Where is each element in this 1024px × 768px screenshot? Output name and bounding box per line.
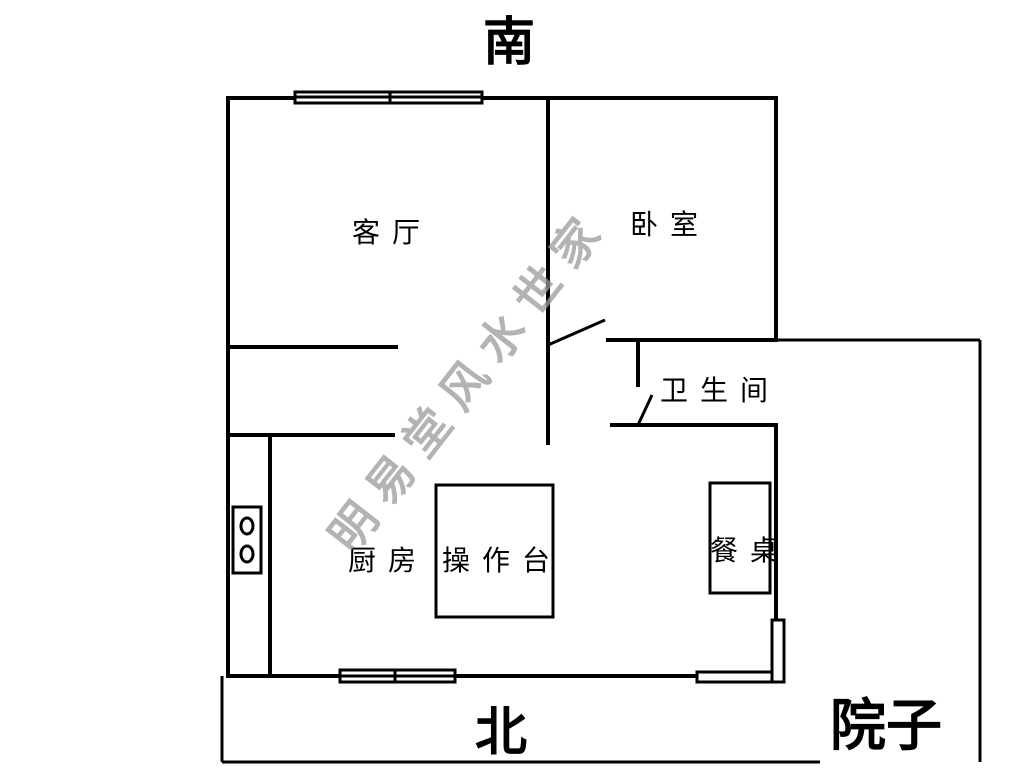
south-window [293, 90, 484, 105]
interior-walls [226, 96, 778, 678]
north-window [338, 668, 457, 684]
counter-box [434, 483, 555, 619]
bathroom-label: 卫生间 [660, 374, 780, 407]
bedroom-label: 卧室 [630, 208, 710, 241]
kitchen-label: 厨房 [348, 544, 428, 577]
dining-table-label: 餐桌 [710, 534, 790, 567]
outer-walls [226, 96, 778, 678]
dining-table-box [708, 481, 772, 595]
northeast-window [695, 618, 786, 684]
stove-icon [231, 505, 263, 575]
yard-label: 院子 [830, 693, 942, 759]
direction-south: 南 [483, 12, 535, 73]
living-room-label: 客厅 [352, 216, 432, 249]
counter-label: 操作台 [442, 544, 562, 577]
direction-north: 北 [475, 702, 527, 763]
yard-boundary [220, 338, 982, 764]
